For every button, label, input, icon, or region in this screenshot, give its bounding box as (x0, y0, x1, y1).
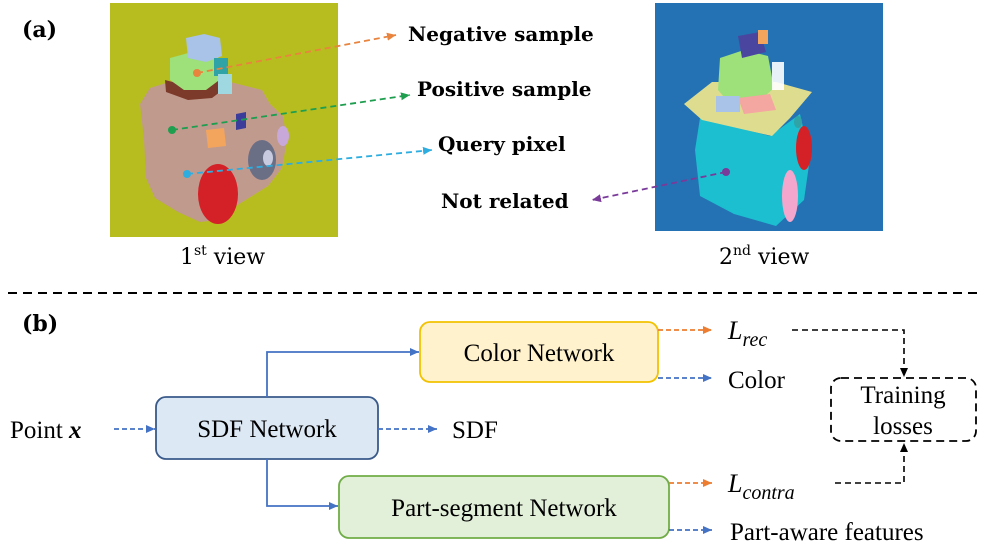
color-output-label: Color (728, 367, 786, 394)
negative-sample-arrow (196, 32, 397, 74)
view1-body (140, 78, 287, 222)
sdf-network-box: SDF Network (155, 396, 379, 460)
point-x-label: Point x (10, 417, 82, 444)
l-rec-to-losses-connector (792, 329, 908, 377)
l-rec-label: Lrec (727, 316, 767, 351)
sdf-to-color-connector (266, 348, 419, 397)
not-related-label: Not related (441, 189, 569, 213)
sdf-to-part-connector (266, 459, 338, 510)
l-contra-label: Lcontra (727, 469, 795, 504)
positive-sample-arrow (171, 92, 411, 131)
training-losses-box: Training losses (830, 377, 977, 442)
negative-sample-label: Negative sample (408, 22, 594, 46)
view1-segmentation-image (110, 3, 338, 237)
view2-head (718, 50, 774, 104)
view1-caption: 1st view (180, 243, 265, 270)
view2-caption: 2nd view (719, 243, 809, 270)
not-related-arrow (591, 171, 727, 203)
part-segment-network-box: Part-segment Network (338, 475, 670, 539)
training-losses-line1: Training (860, 382, 946, 409)
query-pixel-arrow (186, 146, 433, 175)
view1-top (186, 34, 222, 62)
view2-segmentation-image (655, 3, 883, 231)
query-pixel-label: Query pixel (438, 132, 566, 156)
panel-b-label: (b) (22, 311, 58, 337)
positive-sample-label: Positive sample (417, 77, 592, 101)
color-network-label: Color Network (464, 340, 615, 367)
sdf-network-label: SDF Network (197, 416, 337, 443)
l-contra-to-losses-connector (835, 443, 908, 484)
view2-body (695, 114, 810, 226)
sdf-output-label: SDF (452, 417, 498, 444)
part-segment-network-label: Part-segment Network (391, 495, 617, 522)
panel-a-label: (a) (22, 17, 57, 43)
part-aware-features-label: Part-aware features (730, 519, 924, 546)
color-network-box: Color Network (419, 321, 659, 383)
training-losses-line2: losses (873, 413, 933, 440)
